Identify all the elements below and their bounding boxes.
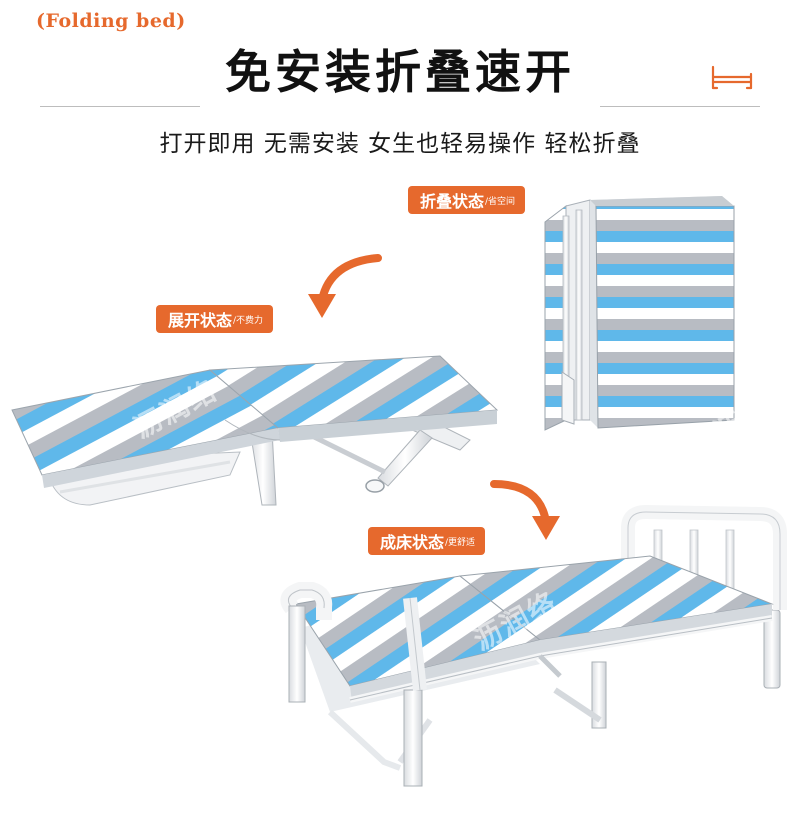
bed-state-label: 成床状态: [380, 533, 445, 552]
unfolded-state-note: /不费力: [233, 315, 264, 326]
curved-arrow-icon: [490, 480, 560, 540]
bed-icon: [711, 65, 753, 90]
complete-bed: [280, 504, 787, 787]
bed-state-note: /更舒适: [445, 537, 476, 548]
unfolding-bed: [11, 355, 499, 506]
divider-left: [40, 106, 200, 107]
folded-state-label: 折叠状态: [420, 192, 485, 211]
page-title: 免安装折叠速开: [225, 45, 575, 99]
english-label: (Folding bed): [36, 10, 186, 32]
product-illustration: [11, 196, 787, 787]
subtitle: 打开即用 无需安装 女生也轻易操作 轻松折叠: [159, 131, 641, 157]
unfolded-state-tag: 展开状态 /不费力: [156, 305, 274, 333]
folded-state-note: /省空间: [485, 196, 516, 207]
bed-state-tag: 成床状态 /更舒适: [368, 527, 486, 555]
curved-arrow-icon: [308, 254, 382, 318]
unfolded-state-label: 展开状态: [168, 311, 233, 330]
folded-state-tag: 折叠状态 /省空间: [408, 186, 526, 214]
folded-bed: [544, 196, 735, 431]
divider-right: [600, 106, 760, 107]
